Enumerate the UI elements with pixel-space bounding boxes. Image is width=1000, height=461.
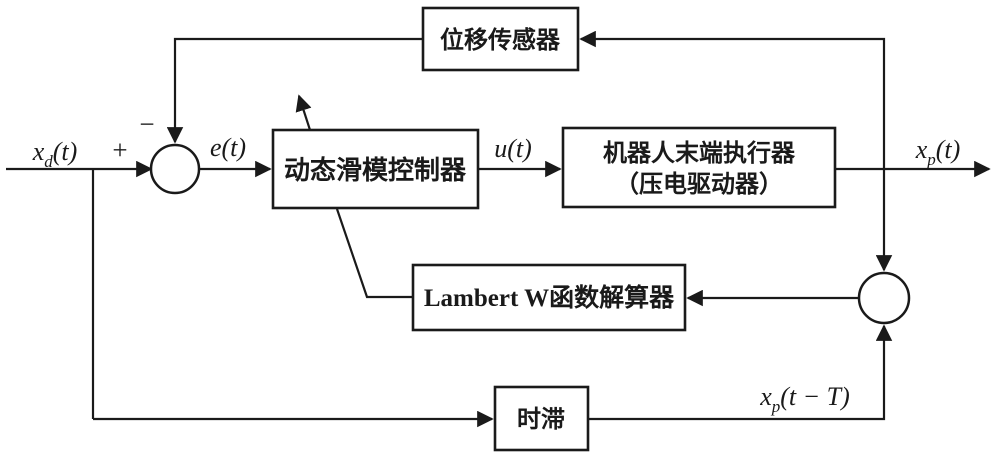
signal-label-u: u(t) bbox=[494, 134, 532, 163]
time-delay-label: 时滞 bbox=[517, 406, 565, 433]
sliding-mode-controller-label: 动态滑模控制器 bbox=[284, 155, 467, 185]
lambert-to-controller-line bbox=[335, 208, 413, 299]
lambert-w-solver-box bbox=[411, 263, 687, 332]
delay-to-junction-line bbox=[588, 324, 893, 421]
signal-label-xp-delayed: xp(t − T) bbox=[759, 382, 850, 416]
block-displacement-sensor: 位移传感器 bbox=[421, 6, 580, 72]
sliding-mode-controller-box bbox=[271, 128, 480, 210]
displacement-sensor-label: 位移传感器 bbox=[440, 26, 561, 54]
summing-junction bbox=[149, 143, 201, 195]
block-robot-end-effector: 机器人末端执行器 （压电驱动器） bbox=[561, 126, 837, 209]
minus-sign: − bbox=[139, 109, 154, 139]
block-time-delay: 时滞 bbox=[493, 385, 590, 452]
signal-label-xd: xd(t) bbox=[32, 137, 78, 171]
feedback-junction bbox=[857, 271, 911, 325]
controller-tuning-arrow bbox=[295, 94, 312, 131]
signal-label-e: e(t) bbox=[210, 133, 246, 162]
plus-sign: + bbox=[112, 135, 127, 165]
lambert-w-solver-label: Lambert W函数解算器 bbox=[424, 283, 675, 312]
robot-end-effector-label-line1: 机器人末端执行器 bbox=[603, 139, 796, 167]
time-delay-box bbox=[493, 385, 590, 452]
robot-end-effector-box bbox=[561, 126, 837, 209]
displacement-sensor-box bbox=[421, 6, 580, 72]
sensor-to-sum-line bbox=[166, 37, 423, 144]
robot-end-effector-label-line2: （压电驱动器） bbox=[615, 171, 783, 198]
signal-label-xp: xp(t) bbox=[915, 135, 961, 169]
output-feedback-line bbox=[579, 30, 886, 169]
block-lambert-w-solver: Lambert W函数解算器 bbox=[411, 263, 687, 332]
block-sliding-mode-controller: 动态滑模控制器 bbox=[271, 128, 480, 210]
